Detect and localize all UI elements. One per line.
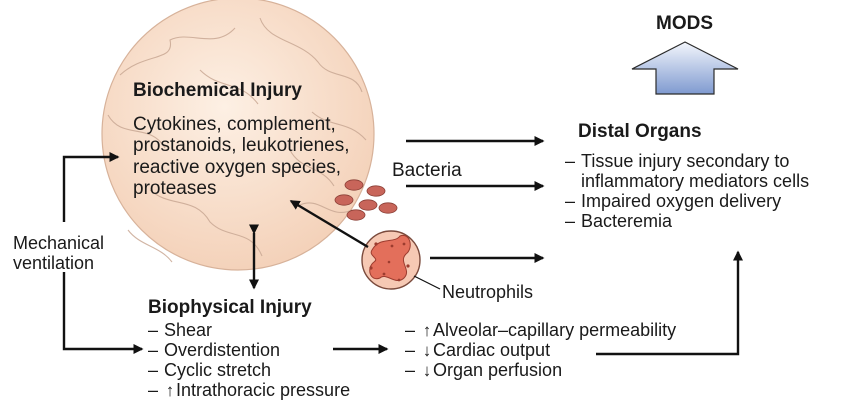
biophysical-list: –Shear –Overdistention –Cyclic stretch –… (148, 320, 350, 401)
increase-arrow-icon: ↑ (421, 321, 433, 340)
distal-organs-list: –Tissue injury secondary to inflammatory… (565, 151, 809, 232)
mediator-line: prostanoids, leukotrienes, (133, 135, 350, 156)
mediator-line: reactive oxygen species, (133, 157, 350, 178)
biophysical-item: –Cyclic stretch (148, 360, 350, 380)
mechanical-ventilation-label: Mechanical ventilation (13, 233, 104, 273)
effect-item: –↓Organ perfusion (405, 360, 676, 380)
mechanical-line: ventilation (13, 253, 104, 273)
biophysical-item: –Overdistention (148, 340, 350, 360)
biophysical-item: –↑Intrathoracic pressure (148, 380, 350, 400)
effect-item: –↓Cardiac output (405, 340, 676, 360)
distal-organs-title: Distal Organs (578, 121, 702, 142)
mechanical-line: Mechanical (13, 233, 104, 253)
biochemical-mediators: Cytokines, complement, prostanoids, leuk… (133, 114, 350, 199)
decrease-arrow-icon: ↓ (421, 341, 433, 360)
distal-item: –Bacteremia (565, 211, 809, 231)
increase-arrow-icon: ↑ (164, 381, 176, 400)
biophysical-title: Biophysical Injury (148, 297, 312, 318)
mods-up-arrow (632, 42, 738, 94)
arrow-ventilation-to-biophysical (64, 272, 142, 349)
distal-item: –Tissue injury secondary to (565, 151, 809, 171)
distal-item: –Impaired oxygen delivery (565, 191, 809, 211)
decrease-arrow-icon: ↓ (421, 361, 433, 380)
distal-item: inflammatory mediators cells (565, 171, 809, 191)
neutrophils-leader-line (414, 276, 440, 289)
mods-label: MODS (656, 13, 713, 34)
effect-item: –↑Alveolar–capillary permeability (405, 320, 676, 340)
biophysical-item: –Shear (148, 320, 350, 340)
effects-list: –↑Alveolar–capillary permeability –↓Card… (405, 320, 676, 380)
neutrophils-label: Neutrophils (442, 282, 533, 302)
neutrophil-cell (362, 231, 420, 289)
mediator-line: Cytokines, complement, (133, 114, 350, 135)
bacteria-label: Bacteria (392, 160, 462, 181)
biochemical-title: Biochemical Injury (133, 80, 302, 101)
mediator-line: proteases (133, 178, 350, 199)
